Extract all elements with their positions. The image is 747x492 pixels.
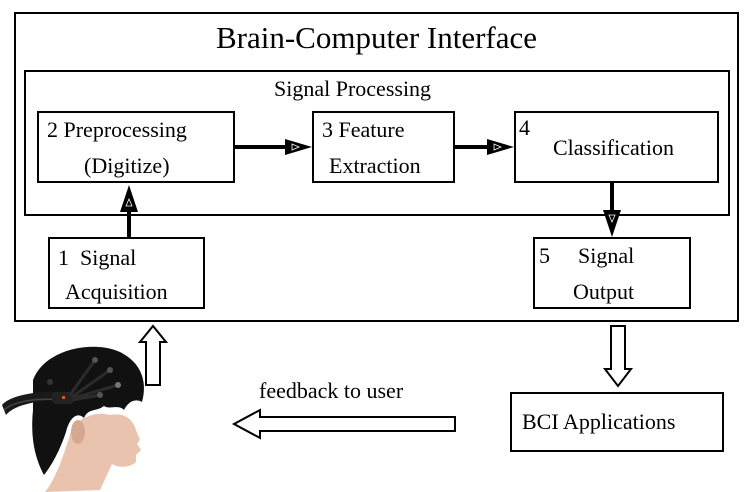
- arrow-feedback-to-user: [231, 408, 456, 440]
- output-label-line1: Signal: [578, 243, 635, 268]
- step-number: 3: [322, 117, 333, 142]
- step-number: 2: [47, 117, 58, 142]
- step-number: 1: [58, 245, 69, 270]
- headset-arms: [68, 359, 119, 402]
- ear: [71, 420, 85, 444]
- face-skin: [45, 413, 141, 492]
- preprocessing-box: 2 Preprocessing (Digitize): [37, 111, 235, 183]
- step-number: 4: [519, 115, 530, 140]
- signal-output-box: 5 Signal Output: [533, 237, 691, 309]
- acquisition-label-line2: Acquisition: [65, 279, 168, 304]
- step-title: Signal: [80, 245, 137, 270]
- bci-applications-label: BCI Applications: [522, 409, 676, 434]
- headset-band: [2, 391, 66, 415]
- signal-processing-label: Signal Processing: [274, 76, 432, 101]
- classification-box: 4 Classification: [514, 111, 719, 183]
- preprocessing-sublabel: (Digitize): [84, 153, 170, 178]
- feature-label-line1: 3 Feature: [322, 119, 404, 141]
- feature-extraction-box: 3 Feature Extraction: [312, 111, 455, 183]
- step-number: 5: [539, 243, 550, 268]
- feature-label-line2: Extraction: [329, 153, 421, 178]
- feedback-label: feedback to user: [259, 378, 404, 403]
- headset-led: [62, 396, 65, 399]
- acquisition-label-line1: 1 Signal: [58, 247, 136, 269]
- classification-label: Classification: [553, 135, 674, 160]
- user-head-image: [2, 346, 144, 492]
- signal-acquisition-box: 1 Signal Acquisition: [48, 237, 205, 309]
- step-title: Preprocessing: [63, 117, 187, 142]
- hair: [32, 346, 144, 475]
- output-label-line2: Output: [573, 279, 635, 304]
- preprocessing-label: 2 Preprocessing: [47, 119, 187, 141]
- arrow-bci-to-applications: [602, 325, 634, 388]
- step-title: Feature: [338, 117, 405, 142]
- diagram-title: Brain-Computer Interface: [215, 20, 538, 55]
- bci-applications-box: BCI Applications: [510, 392, 724, 452]
